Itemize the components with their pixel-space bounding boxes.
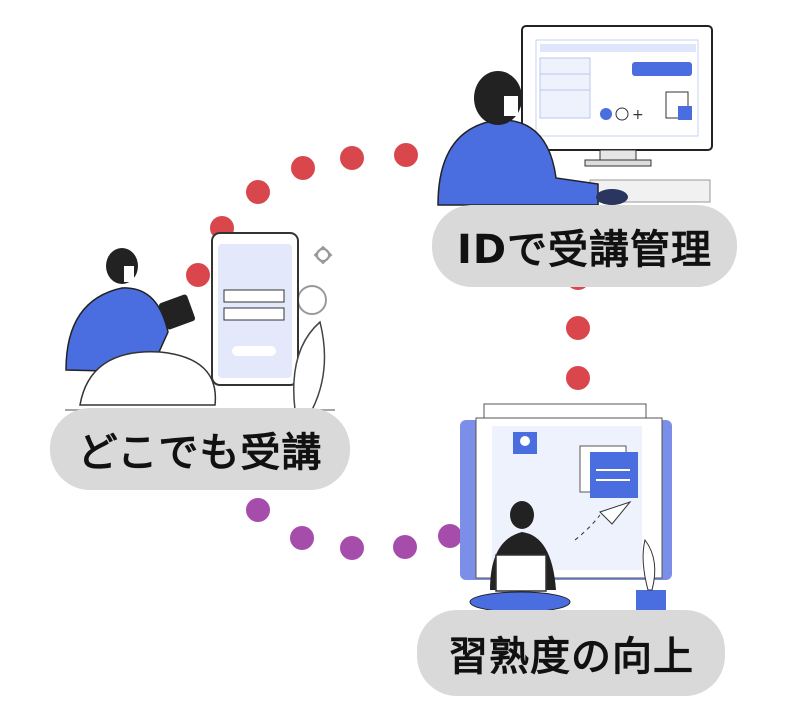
dotted-arc-top [186, 143, 418, 287]
desktop-illustration: + [437, 25, 713, 206]
label-anywhere-text: どこでも受講 [77, 430, 323, 476]
label-id-management: IDで受講管理 [432, 205, 737, 287]
learning-illustration [460, 403, 672, 614]
label-skill-up-text: 習熟度の向上 [448, 634, 694, 680]
mobile-illustration [65, 232, 335, 411]
label-anywhere: どこでも受講 [50, 408, 350, 490]
label-skill-up: 習熟度の向上 [417, 610, 725, 696]
label-id-management-text: IDで受講管理 [456, 227, 713, 273]
dotted-arc-bottom [246, 498, 462, 560]
svg-text:+: + [632, 107, 644, 123]
